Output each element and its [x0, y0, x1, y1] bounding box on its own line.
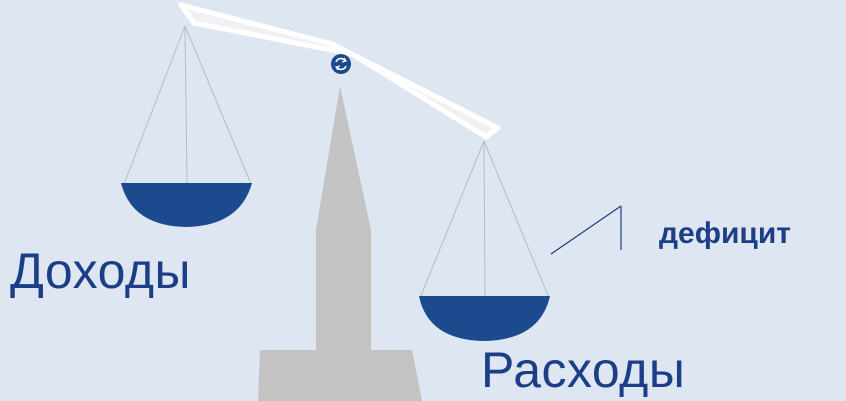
- right-pan: [419, 296, 550, 341]
- deficit-label: дефицит: [659, 219, 791, 249]
- deficit-marker: [551, 206, 621, 254]
- right-pan-strings: [420, 141, 549, 298]
- left-pan-strings: [124, 26, 251, 184]
- left-pan: [121, 183, 252, 227]
- pivot-knob-icon: [331, 54, 351, 74]
- income-label: Доходы: [10, 246, 191, 296]
- scale-stand: [258, 86, 422, 401]
- expenses-label: Расходы: [481, 345, 685, 395]
